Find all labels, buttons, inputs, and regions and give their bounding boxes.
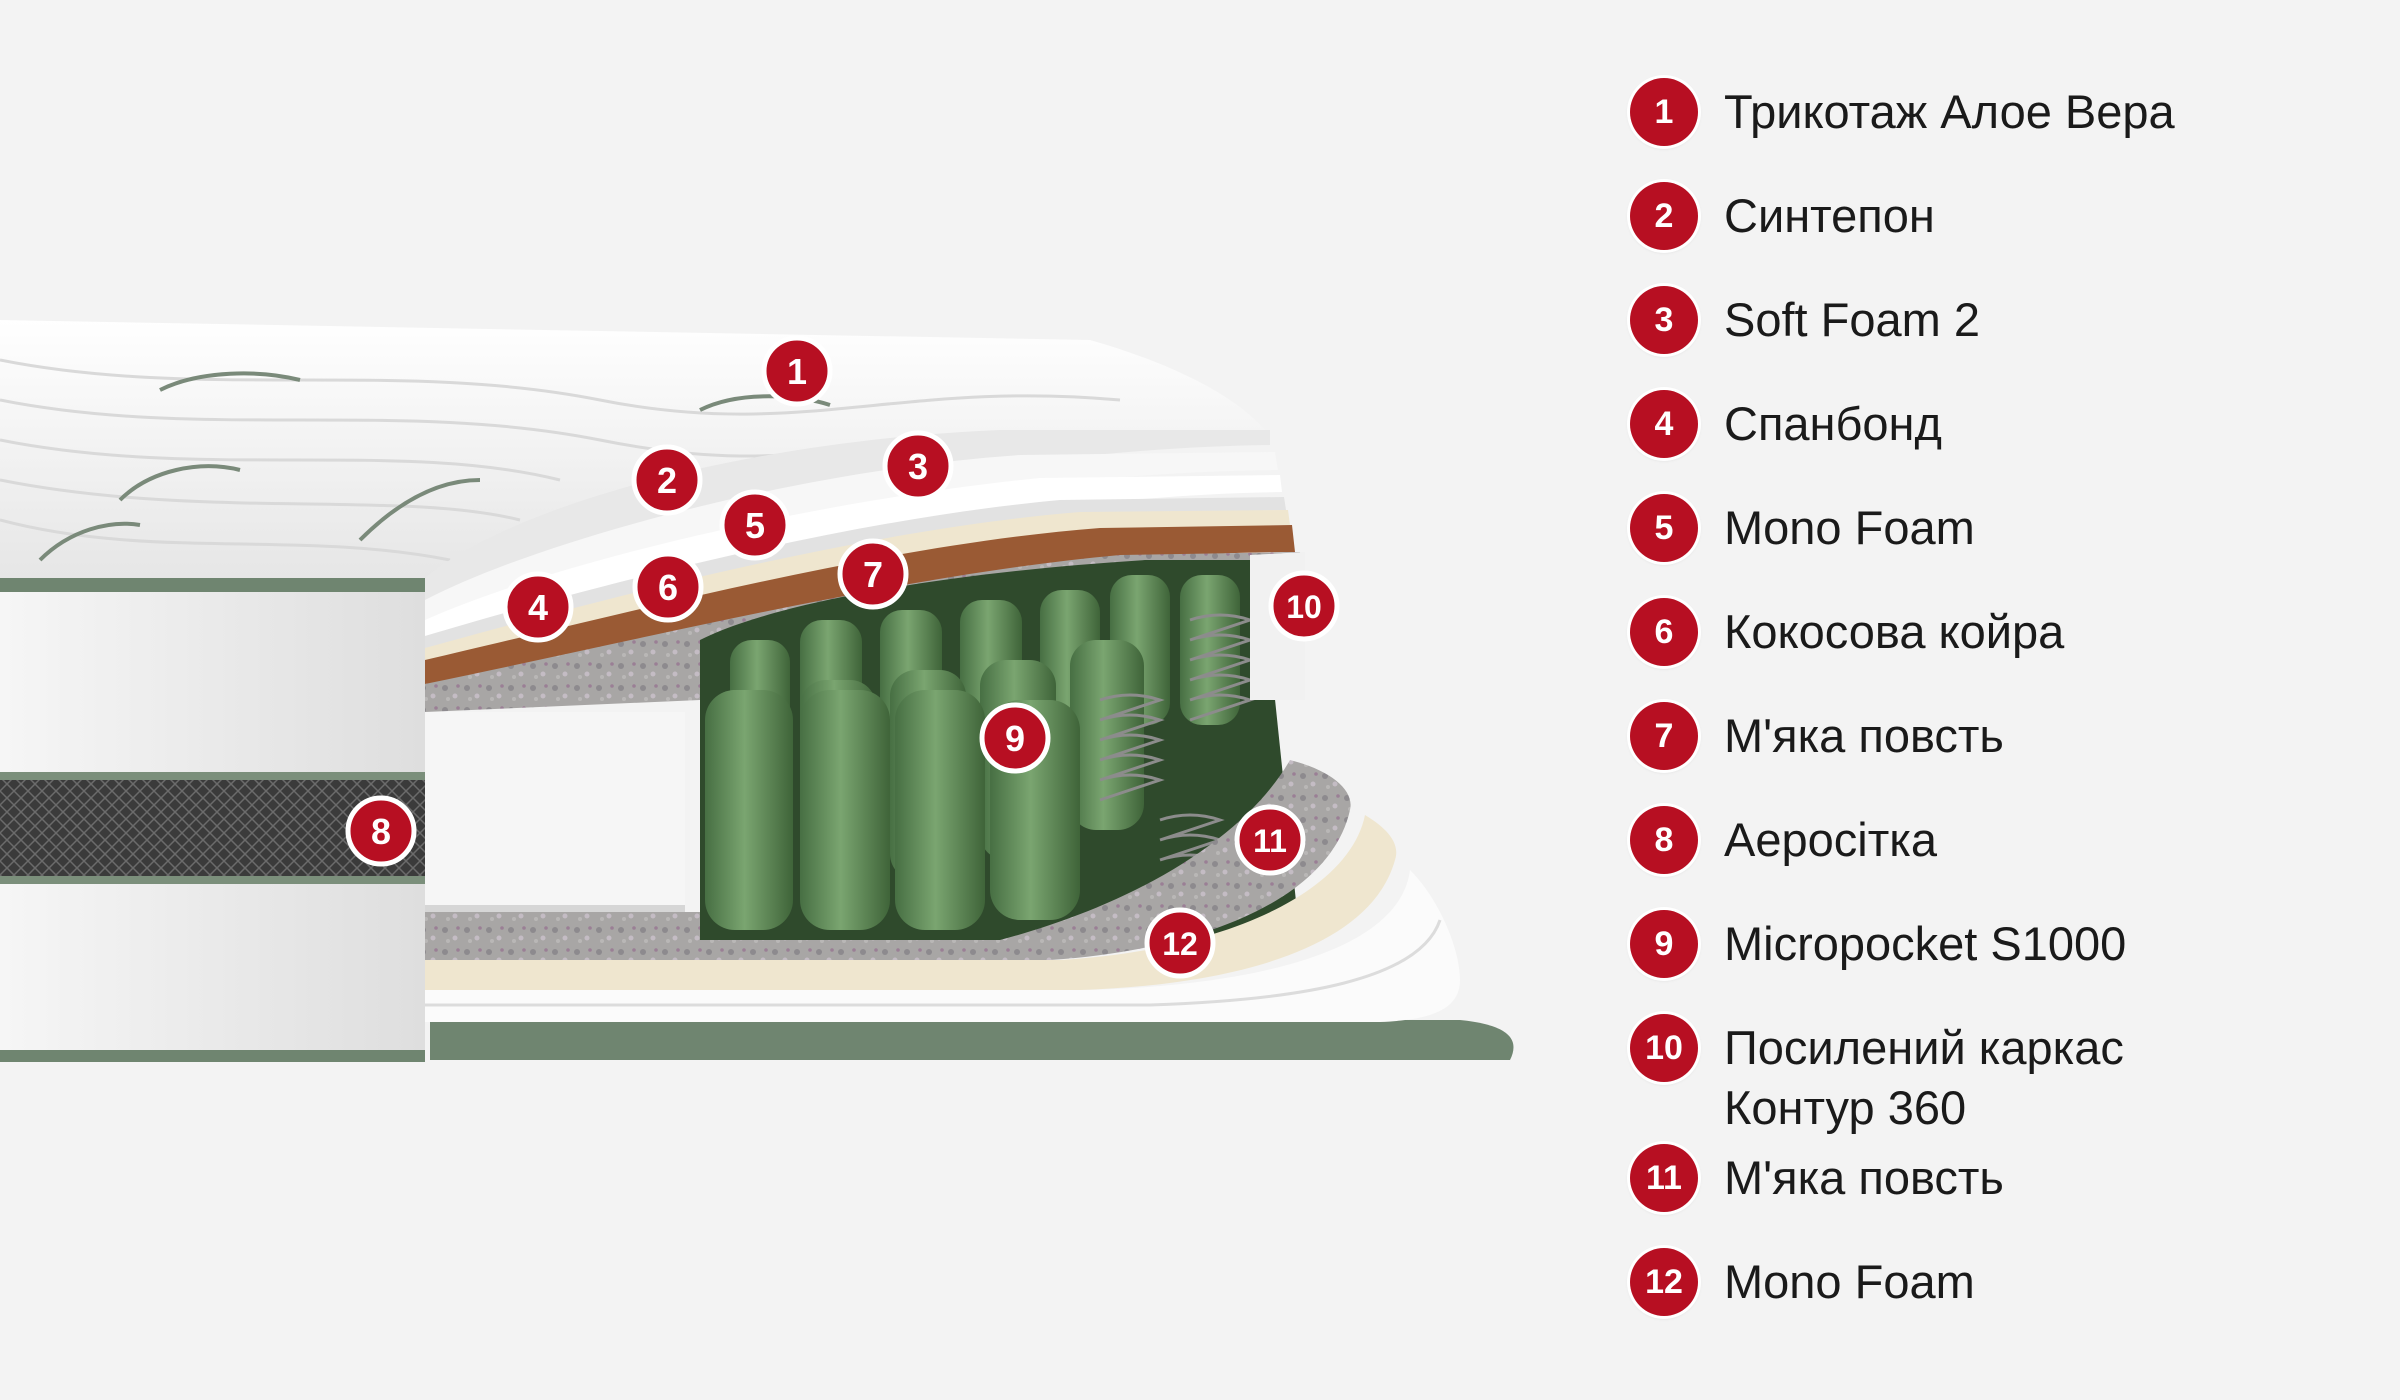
svg-text:11: 11 <box>1253 823 1287 859</box>
legend-label: М'яка повсть <box>1724 709 2004 762</box>
legend-item-6: 6 Кокосова койра <box>1630 598 2370 702</box>
legend-item-5: 5 Mono Foam <box>1630 494 2370 598</box>
marker-10: 10 <box>1268 570 1340 642</box>
legend-number: 3 <box>1630 286 1698 354</box>
legend-number: 12 <box>1630 1248 1698 1316</box>
svg-text:3: 3 <box>908 446 928 487</box>
marker-12: 12 <box>1144 907 1216 979</box>
legend-item-4: 4 Спанбонд <box>1630 390 2370 494</box>
svg-text:10: 10 <box>1286 589 1322 625</box>
mattress-top-piping <box>0 576 425 592</box>
marker-11: 11 <box>1234 804 1306 876</box>
marker-6: 6 <box>632 551 704 623</box>
svg-text:9: 9 <box>1005 718 1025 759</box>
legend-item-12: 12 Mono Foam <box>1630 1248 2370 1352</box>
legend-label: Трикотаж Алое Вера <box>1724 85 2175 138</box>
legend-label: Mono Foam <box>1724 501 1975 554</box>
marker-3: 3 <box>882 430 954 502</box>
layer-knit <box>425 430 1270 600</box>
legend-number: 7 <box>1630 702 1698 770</box>
layer-legend: 1 Трикотаж Алое Вера 2 Синтепон 3 Soft F… <box>1630 78 2370 1352</box>
legend-label: Спанбонд <box>1724 397 1942 450</box>
layer-felt-bottom <box>425 760 1351 960</box>
mattress-side-upper <box>0 590 425 780</box>
legend-item-3: 3 Soft Foam 2 <box>1630 286 2370 390</box>
marker-2: 2 <box>631 444 703 516</box>
legend-item-7: 7 М'яка повсть <box>1630 702 2370 806</box>
mattress-bottom-piping <box>0 1050 425 1062</box>
layer-synthetic <box>425 452 1278 620</box>
legend-item-2: 2 Синтепон <box>1630 182 2370 286</box>
mattress-top-surface <box>0 320 1265 578</box>
legend-number: 8 <box>1630 806 1698 874</box>
marker-5: 5 <box>719 489 791 561</box>
legend-item-8: 8 Аеросітка <box>1630 806 2370 910</box>
legend-item-1: 1 Трикотаж Алое Вера <box>1630 78 2370 182</box>
legend-number: 5 <box>1630 494 1698 562</box>
legend-number: 10 <box>1630 1014 1698 1082</box>
svg-text:6: 6 <box>658 567 678 608</box>
legend-label: Посилений каркас Контур 360 <box>1724 1021 2124 1134</box>
svg-text:2: 2 <box>657 460 677 501</box>
legend-label: Micropocket S1000 <box>1724 917 2127 970</box>
inner-foam-block <box>425 712 685 912</box>
marker-1: 1 <box>761 335 833 407</box>
legend-number: 9 <box>1630 910 1698 978</box>
marker-9: 9 <box>979 702 1051 774</box>
svg-text:5: 5 <box>745 505 765 546</box>
svg-text:1: 1 <box>787 351 807 392</box>
svg-text:8: 8 <box>371 811 391 852</box>
legend-number: 1 <box>1630 78 1698 146</box>
legend-number: 6 <box>1630 598 1698 666</box>
mattress-cutaway-diagram: 1 2 3 4 5 6 7 <box>0 320 1514 1062</box>
legend-label: Mono Foam <box>1724 1255 1975 1308</box>
legend-item-10: 10 Посилений каркас Контур 360 <box>1630 1014 2370 1144</box>
mattress-base <box>430 1020 1514 1060</box>
layer-mono-foam-bottom <box>425 815 1397 990</box>
marker-8: 8 <box>345 795 417 867</box>
legend-number: 2 <box>1630 182 1698 250</box>
legend-label: М'яка повсть <box>1724 1151 2004 1204</box>
legend-label: Кокосова койра <box>1724 605 2065 658</box>
legend-label: Soft Foam 2 <box>1724 293 1980 346</box>
marker-4: 4 <box>502 571 574 643</box>
diagram-markers: 1 2 3 4 5 6 7 <box>345 335 1340 979</box>
svg-text:12: 12 <box>1162 926 1198 962</box>
svg-text:4: 4 <box>528 587 548 628</box>
legend-number: 4 <box>1630 390 1698 458</box>
spring-row-front <box>705 690 1080 930</box>
svg-text:7: 7 <box>863 554 883 595</box>
layer-bottom-foams <box>425 870 1460 1022</box>
legend-item-9: 9 Micropocket S1000 <box>1630 910 2370 1014</box>
legend-label: Синтепон <box>1724 189 1935 242</box>
marker-7: 7 <box>837 538 909 610</box>
legend-label: Аеросітка <box>1724 813 1937 866</box>
aloe-leaf-print <box>38 371 831 562</box>
legend-item-11: 11 М'яка повсть <box>1630 1144 2370 1248</box>
legend-number: 11 <box>1630 1144 1698 1212</box>
mattress-side-lower <box>0 878 425 1058</box>
